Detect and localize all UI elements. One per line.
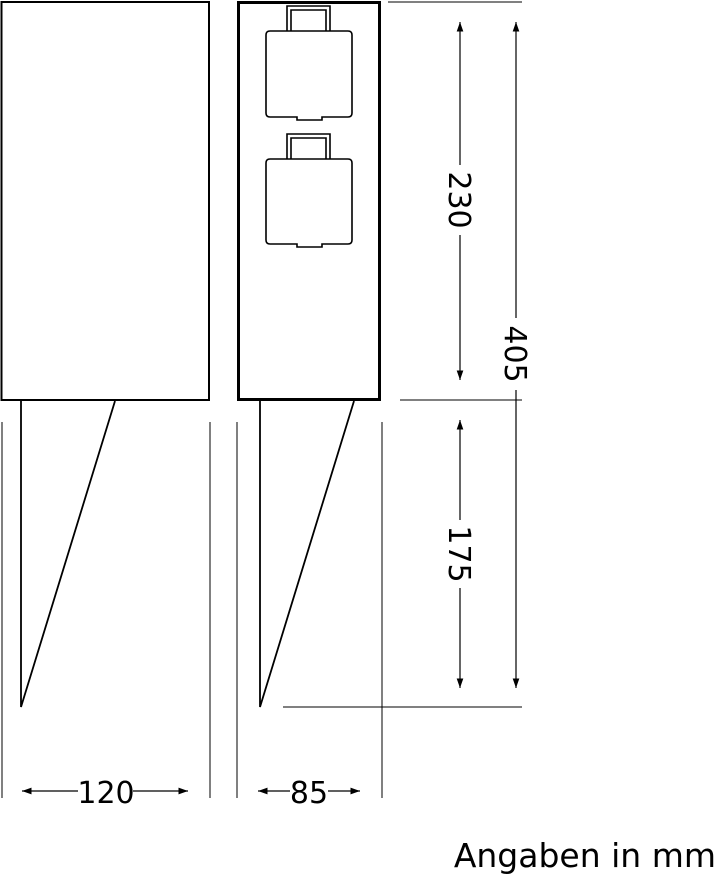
dim-label-85: 85: [290, 776, 328, 811]
dim-label-120: 120: [77, 776, 134, 811]
socket-bottom: [265, 133, 353, 248]
dim-label-175: 175: [441, 525, 476, 582]
socket-top: [265, 5, 353, 121]
side-spike: [259, 400, 355, 708]
front-spike: [20, 400, 116, 708]
side-body: [237, 1, 381, 401]
dim-label-405: 405: [497, 325, 532, 382]
units-note: Angaben in mm: [453, 836, 716, 875]
front-body: [0, 1, 210, 401]
dim-label-230: 230: [441, 171, 476, 228]
